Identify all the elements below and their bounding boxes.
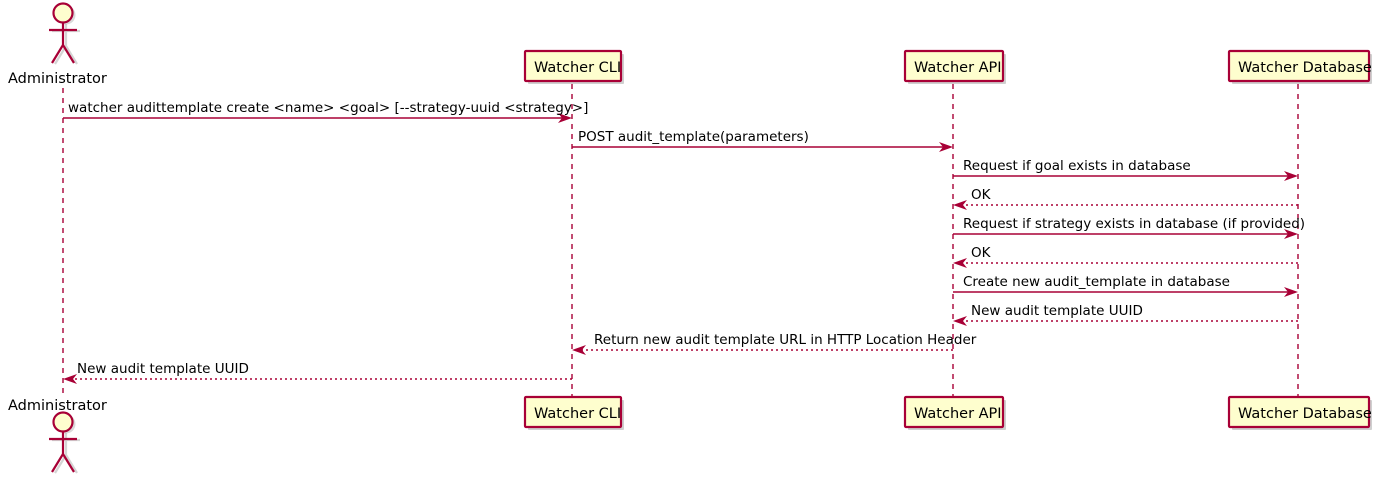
arrow-head-right-icon: [939, 142, 953, 152]
participant-box[interactable]: [1227, 49, 1371, 83]
message-6[interactable]: OK: [953, 245, 1298, 268]
message-label-7: Create new audit_template in database: [963, 274, 1230, 290]
arrow-head-left-icon: [953, 200, 967, 210]
arrow-head-right-icon: [1284, 287, 1298, 297]
participant-label-watcher-database: Watcher Database: [1238, 406, 1372, 422]
message-label-5: Request if strategy exists in database (…: [963, 216, 1305, 232]
message-2[interactable]: POST audit_template(parameters): [572, 129, 953, 152]
arrow-head-right-icon: [1284, 171, 1298, 181]
participant-label-watcher-cli: Watcher CLI: [534, 60, 621, 76]
actor-leg-left-icon: [51, 453, 64, 473]
actor-leg-left-icon: [51, 44, 64, 64]
participant-label-watcher-api: Watcher API: [914, 60, 1002, 76]
message-5[interactable]: Request if strategy exists in database (…: [953, 216, 1305, 239]
message-label-6: OK: [971, 245, 992, 261]
message-4[interactable]: OK: [953, 187, 1298, 210]
message-label-3: Request if goal exists in database: [963, 158, 1191, 174]
message-8[interactable]: New audit template UUID: [953, 303, 1298, 326]
message-label-2: POST audit_template(parameters): [578, 129, 809, 145]
actor-label-administrator-bottom: Administrator: [8, 398, 107, 414]
participant-box[interactable]: [523, 49, 623, 83]
actor-leg-right-icon: [62, 44, 75, 64]
arrow-head-right-icon: [1284, 229, 1298, 239]
message-9[interactable]: Return new audit template URL in HTTP Lo…: [572, 332, 977, 355]
message-label-8: New audit template UUID: [971, 303, 1143, 319]
participant-label-watcher-api: Watcher API: [914, 406, 1002, 422]
participant-watcher-api-bottom[interactable]: Watcher API: [903, 395, 1006, 430]
arrow-head-left-icon: [953, 258, 967, 268]
arrow-head-right-icon: [558, 113, 572, 123]
actor-administrator-bottom[interactable]: Administrator: [8, 398, 107, 474]
message-1[interactable]: watcher audittemplate create <name> <goa…: [63, 100, 588, 123]
message-label-9: Return new audit template URL in HTTP Lo…: [594, 332, 977, 348]
participant-watcher-database-bottom[interactable]: Watcher Database: [1227, 395, 1372, 430]
actor-administrator-top[interactable]: Administrator: [8, 2, 107, 88]
arrow-head-left-icon: [63, 374, 77, 384]
participant-box[interactable]: [903, 49, 1005, 83]
participant-box[interactable]: [903, 395, 1005, 429]
arrow-head-left-icon: [953, 316, 967, 326]
actor-leg-right-icon: [62, 453, 75, 473]
message-label-4: OK: [971, 187, 992, 203]
participant-label-watcher-database: Watcher Database: [1238, 60, 1372, 76]
participant-box[interactable]: [1227, 395, 1371, 429]
message-3[interactable]: Request if goal exists in database: [953, 158, 1298, 181]
actor-head-icon: [52, 2, 74, 24]
message-label-1: watcher audittemplate create <name> <goa…: [68, 100, 588, 116]
message-7[interactable]: Create new audit_template in database: [953, 274, 1298, 297]
participant-watcher-cli-bottom[interactable]: Watcher CLI: [523, 395, 624, 430]
actor-label-administrator-top: Administrator: [8, 71, 107, 87]
arrow-head-left-icon: [572, 345, 586, 355]
actor-head-icon: [52, 411, 74, 433]
participant-watcher-cli-top[interactable]: Watcher CLI: [523, 49, 624, 84]
message-10[interactable]: New audit template UUID: [63, 361, 572, 384]
message-label-10: New audit template UUID: [77, 361, 249, 377]
participant-label-watcher-cli: Watcher CLI: [534, 406, 621, 422]
participant-watcher-database-top[interactable]: Watcher Database: [1227, 49, 1372, 84]
participant-box[interactable]: [523, 395, 623, 429]
lifelines-group: [62, 84, 1299, 396]
participant-watcher-api-top[interactable]: Watcher API: [903, 49, 1006, 84]
